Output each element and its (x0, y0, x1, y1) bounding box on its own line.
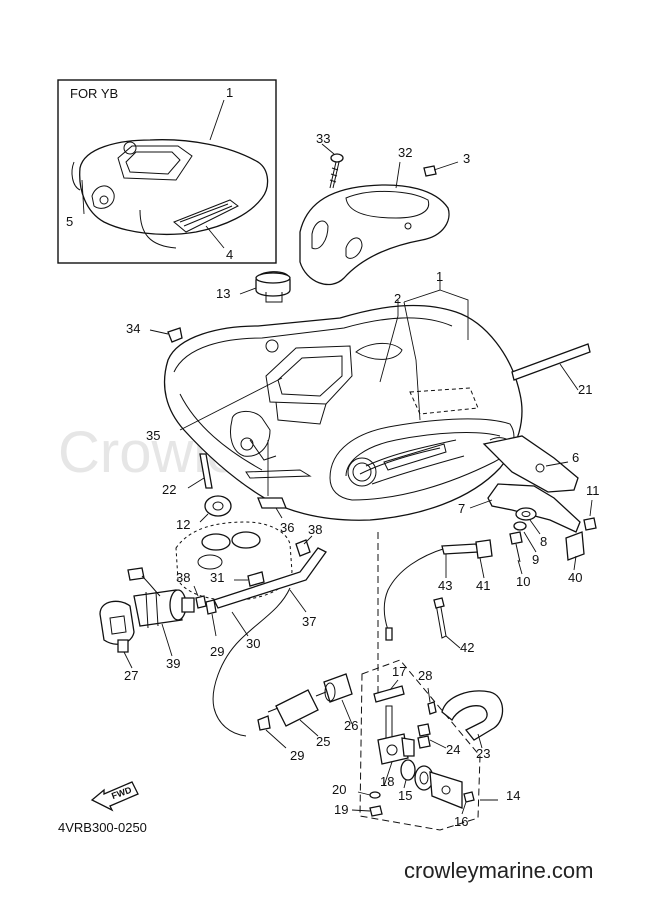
callout-34: 34 (126, 321, 140, 336)
callout-7: 7 (458, 501, 465, 516)
callout-30: 30 (246, 636, 260, 651)
callout-38: 38 (308, 522, 322, 537)
callout-43: 43 (438, 578, 452, 593)
inline-fuel-filter (267, 689, 327, 727)
callout-17: 17 (392, 664, 406, 679)
callout-21: 21 (578, 382, 592, 397)
callout-25: 25 (316, 734, 330, 749)
screw (329, 153, 344, 189)
callout-18: 18 (380, 774, 394, 789)
callout-26: 26 (344, 718, 358, 733)
inset-box: FOR YB (57, 79, 277, 264)
fuel-petcock (377, 705, 415, 765)
callout-10: 10 (516, 574, 530, 589)
callout-1: 1 (436, 269, 443, 284)
callout-39: 39 (166, 656, 180, 671)
callout-8: 8 (540, 534, 547, 549)
callout-37: 37 (302, 614, 316, 629)
website-url[interactable]: crowleymarine.com (404, 858, 594, 883)
fuel-filter-housing (99, 600, 135, 653)
callout-6: 6 (572, 450, 579, 465)
callout-32: 32 (398, 145, 412, 160)
tank-cover (299, 184, 450, 286)
fwd-arrow: FWD (90, 781, 139, 812)
diagram-code: 4VRB300-0250 (58, 820, 147, 835)
inset-title: FOR YB (70, 86, 118, 101)
callout-36: 36 (280, 520, 294, 535)
callout-29: 29 (290, 748, 304, 763)
callout-35: 35 (146, 428, 160, 443)
callout-2: 2 (394, 291, 401, 306)
callout-1: 1 (226, 85, 233, 100)
callout-42: 42 (460, 640, 474, 655)
callout-14: 14 (506, 788, 520, 803)
callout-24: 24 (446, 742, 460, 757)
callout-3: 3 (463, 151, 470, 166)
fuel-pump-bracket (175, 521, 293, 601)
callout-33: 33 (316, 131, 330, 146)
callout-31: 31 (210, 570, 224, 585)
callout-15: 15 (398, 788, 412, 803)
callout-11: 11 (586, 483, 600, 498)
fuel-cap (255, 271, 291, 303)
callout-40: 40 (568, 570, 582, 585)
callout-23: 23 (476, 746, 490, 761)
callout-27: 27 (124, 668, 138, 683)
callout-12: 12 (176, 517, 190, 532)
fuel-pump (133, 589, 195, 629)
callout-28: 28 (418, 668, 432, 683)
callout-16: 16 (454, 814, 468, 829)
callout-38: 38 (176, 570, 190, 585)
callout-29: 29 (210, 644, 224, 659)
callout-22: 22 (162, 482, 176, 497)
fuel-tank (163, 304, 523, 521)
callout-9: 9 (532, 552, 539, 567)
callout-13: 13 (216, 286, 230, 301)
callout-19: 19 (334, 802, 348, 817)
callout-41: 41 (476, 578, 490, 593)
callout-20: 20 (332, 782, 346, 797)
callout-5: 5 (66, 214, 73, 229)
callout-4: 4 (226, 247, 233, 262)
